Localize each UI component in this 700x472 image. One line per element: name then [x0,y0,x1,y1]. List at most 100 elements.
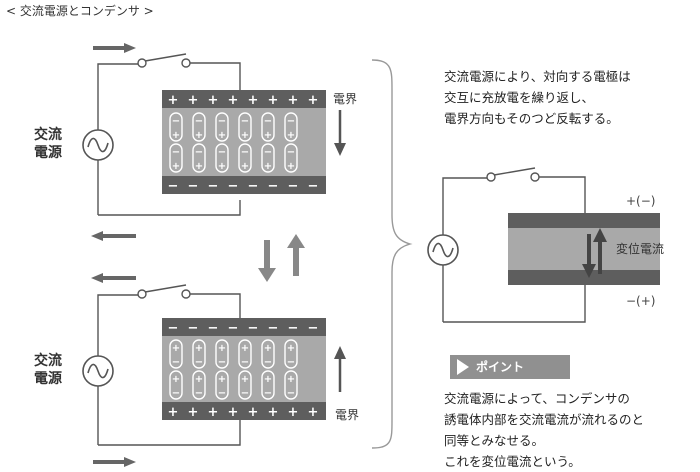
svg-text:−: − [188,179,199,194]
svg-text:+: + [264,343,272,354]
point-line: 誘電体内部を交流電流が流れるのと [444,412,645,427]
svg-text:+: + [218,374,226,385]
bottom-plate-negative [162,176,326,194]
top-polarity-label: +(−) [626,194,656,208]
field-arrow-down-icon [334,143,346,156]
svg-text:+: + [308,405,319,420]
dielectric [162,336,326,402]
svg-text:−: − [218,116,226,127]
svg-text:+: + [195,374,203,385]
reversal-arrows-icon [258,234,305,282]
svg-text:−: − [208,179,219,194]
description: 交流電源により、対向する電極は 交互に充放電を繰り返し、 電界方向もそのつど反転… [444,66,631,129]
svg-text:−: − [241,357,249,368]
ac-source-label-top: 交流 電源 [34,126,62,162]
switch-lever [144,53,187,62]
svg-text:+: + [172,161,180,172]
point-line: これを変位電流という。 [444,454,581,469]
svg-text:+: + [228,93,239,108]
svg-text:−: − [168,321,179,336]
svg-text:−: − [172,116,180,127]
svg-text:−: − [218,388,226,399]
svg-text:−: − [264,147,272,158]
svg-text:−: − [287,116,295,127]
svg-text:+: + [264,374,272,385]
svg-text:−: − [248,179,259,194]
dielectric [162,108,326,176]
switch-terminal [137,58,147,68]
bottom-plate-positive [162,402,326,420]
page-title: < 交流電源とコンデンサ > [6,4,154,18]
description-line: 交互に充放電を繰り返し、 [444,90,595,105]
svg-text:+: + [208,405,219,420]
svg-text:−: − [288,179,299,194]
point-text: 交流電源によって、コンデンサの 誘電体内部を交流電流が流れるのと 同等とみなせる… [444,388,644,472]
svg-text:+: + [172,130,180,141]
svg-text:+: + [287,374,295,385]
svg-text:−: − [241,116,249,127]
svg-text:+: + [241,343,249,354]
svg-text:−: − [264,357,272,368]
ac-source-label-bottom: 交流 電源 [34,352,62,388]
svg-text:−: − [218,357,226,368]
svg-text:+: + [218,161,226,172]
svg-text:+: + [287,161,295,172]
svg-text:−: − [228,321,239,336]
right-dielectric [508,228,660,270]
source-label-line2: 電源 [34,145,62,161]
svg-text:+: + [264,130,272,141]
svg-text:+: + [248,93,259,108]
svg-text:−: − [195,116,203,127]
svg-text:−: − [218,147,226,158]
svg-text:−: − [172,147,180,158]
svg-text:+: + [195,343,203,354]
svg-text:+: + [218,343,226,354]
point-line: 交流電源によって、コンデンサの [444,391,630,406]
svg-text:+: + [268,405,279,420]
description-line: 電界方向もそのつど反転する。 [444,111,619,126]
field-label-top: 電界 [333,92,358,106]
svg-text:−: − [288,321,299,336]
svg-text:+: + [172,343,180,354]
svg-text:+: + [172,374,180,385]
current-arrow-left-icon [91,231,103,241]
bottom-polarity-label: −(+) [626,294,656,308]
svg-text:+: + [264,161,272,172]
svg-text:−: − [172,388,180,399]
svg-text:+: + [188,93,199,108]
svg-text:+: + [241,161,249,172]
top-plate-positive [162,90,326,108]
point-badge-label: ポイント [476,360,525,374]
svg-text:−: − [195,388,203,399]
current-arrow-left-icon [91,273,103,283]
svg-text:−: − [287,147,295,158]
svg-text:−: − [264,388,272,399]
svg-text:−: − [228,179,239,194]
svg-text:−: − [168,179,179,194]
svg-text:+: + [195,161,203,172]
current-arrow-right-icon [124,43,136,53]
svg-text:−: − [241,147,249,158]
source-label-line2: 電源 [34,371,62,387]
svg-text:+: + [168,93,179,108]
svg-text:+: + [288,405,299,420]
right-circuit [427,167,660,323]
svg-text:+: + [168,405,179,420]
svg-text:+: + [195,130,203,141]
svg-text:+: + [188,405,199,420]
svg-text:−: − [241,388,249,399]
svg-text:−: − [308,321,319,336]
svg-text:−: − [195,147,203,158]
svg-text:+: + [268,93,279,108]
point-badge: ポイント [450,355,570,379]
right-bottom-plate [508,270,660,285]
svg-text:+: + [308,93,319,108]
point-line: 同等とみなせる。 [444,433,545,448]
svg-text:−: − [208,321,219,336]
top-plate-negative [162,318,326,336]
svg-text:−: − [268,179,279,194]
svg-text:+: + [287,343,295,354]
svg-text:+: + [241,374,249,385]
svg-text:+: + [218,130,226,141]
